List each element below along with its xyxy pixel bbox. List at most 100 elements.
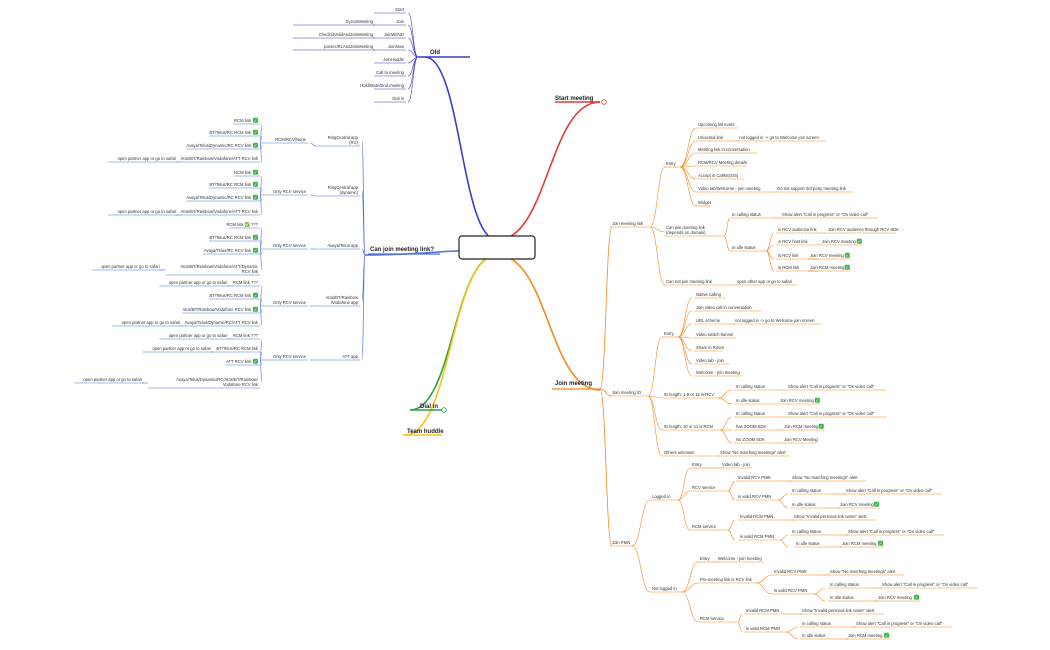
node-att-rcv-link[interactable]: ATT RCV link — [226, 359, 252, 364]
node-rcm-service[interactable]: RCM service — [692, 524, 717, 529]
node-only-rcv-service[interactable]: Only RCV service — [273, 300, 307, 305]
node-in-idle-status[interactable]: In idle status — [796, 541, 820, 546]
node-rcm-rcv-none[interactable]: RCM/RCV/None — [275, 137, 306, 142]
node-is-valid-rcv-pmn[interactable]: is valid RCV PMN — [774, 588, 807, 593]
node-bt-telus-rc-rcm-link[interactable]: BT/Telus/RC RCM link — [209, 182, 252, 187]
node-tryjoinmeeting[interactable]: tryJoinMeeting — [346, 19, 374, 24]
node-avaya-telus-dynamic-rc-rcv-link[interactable]: Avaya/Telus/Dynamic/RC RCV link — [186, 195, 252, 200]
collapse-icon[interactable] — [601, 99, 607, 105]
node-widget[interactable]: Widget — [698, 200, 712, 205]
node-pre-meeting-link-is-rcv-link[interactable]: Pre-meeting link is RCV link — [700, 577, 753, 582]
node-join[interactable]: Join — [396, 19, 404, 24]
branch-team-huddle[interactable]: Team huddle — [407, 429, 444, 435]
node-join-rcv-meeting[interactable]: Join RCV meeting — [810, 253, 844, 258]
node-join-rcv-meeting[interactable]: Join RCV Meeting — [784, 437, 818, 442]
node-join-rcv-meeting[interactable]: Join RCV meeting — [840, 502, 874, 507]
node-avaya-telus-dynamic-rc-rcv-link[interactable]: Avaya/Telus/Dynamic/RC RCV link — [186, 143, 252, 148]
node-join-rcm-meeting[interactable]: Join RCM meeting — [810, 265, 845, 270]
branch-start-meeting[interactable]: Start meeting — [555, 96, 594, 102]
node-show-invalid-personal-link-name-alert[interactable]: Show "Invalid personal link name" alert — [802, 608, 875, 613]
branch-old[interactable]: Old — [430, 50, 440, 56]
node-show-no-matching-meetings-alert[interactable]: Show "No matching meetings" alert — [792, 475, 858, 480]
node-only-rcv-service[interactable]: Only RCV service — [273, 354, 307, 359]
node-open-partner-app-or-go-to-safari[interactable]: open partner app or go to safari — [152, 346, 211, 351]
node-join-rcv-audience-through-rcv-sdk[interactable]: Join RCV audience through RCV SDK — [828, 227, 899, 232]
node-in-idle-status[interactable]: In idle status — [732, 245, 756, 250]
node-url-scheme[interactable]: URL scheme — [696, 318, 721, 323]
node-bt-telus-rc-rcm-link[interactable]: BT/Telus/RC RCM link — [209, 293, 252, 298]
branch-join-meeting[interactable]: Join meeting — [555, 381, 592, 387]
node-bt-telus-rc-rcm-link[interactable]: BT/Telus/RC RCM link — [209, 235, 252, 240]
node-not-logged-in[interactable]: Not logged in — [652, 586, 677, 591]
node-only-rcv-service[interactable]: Only RCV service — [273, 243, 307, 248]
node-rcm-link[interactable]: RCM link ✅ ??? — [226, 222, 258, 227]
node-join-pmn[interactable]: Join PMN — [612, 540, 630, 545]
node-join-rcm-meeting[interactable]: Join RCM meeting — [842, 541, 877, 546]
node-id-length-10-or-11-is-rcm[interactable]: ID length: 10 or 11 is RCM — [664, 424, 714, 429]
node-invalid-rcm-pmn[interactable]: Invalid RCM PMN — [740, 514, 773, 519]
node-show-no-matching-meetings-alert[interactable]: Show "No matching meetings" alert — [720, 450, 786, 455]
node-entry[interactable]: Entry — [666, 161, 677, 166]
node-join-rcm-meeting[interactable]: Join RCM meeting — [848, 633, 883, 638]
root-node[interactable] — [458, 235, 536, 260]
node-is-valid-rcv-pmn[interactable]: is valid RCV PMN — [738, 494, 771, 499]
collapse-icon[interactable] — [441, 407, 447, 413]
node-join-rcm-meeting[interactable]: Join RCM meeting — [784, 424, 819, 429]
node-avaya-telus-rc-rcv-link[interactable]: Avaya/Telus/RC RCV link — [204, 248, 252, 253]
node-open-partner-app-or-go-to-safari[interactable]: open partner app or go to safari — [169, 280, 228, 285]
branch-can-join[interactable]: Can join meeting link? — [370, 247, 434, 253]
node-video-tab-join[interactable]: Video tab - join — [722, 462, 751, 467]
node-in-idle-status[interactable]: In idle status — [792, 502, 816, 507]
node-is-rcv-link[interactable]: is RCV link — [778, 253, 799, 258]
node-show-alert-call-in-progress-or-on-video-[interactable]: Show alert "Call in progress" or "On vid… — [788, 411, 875, 416]
node-joinhuddle[interactable]: JoinHuddle — [383, 57, 405, 62]
node-upcoming-list-event[interactable]: Upcoming list event — [698, 122, 735, 127]
node-is-rcm-link[interactable]: is RCM link — [778, 265, 800, 270]
node-checkidvalidandjoinmeeting[interactable]: CheckIdValidAndJoinMeeting — [319, 32, 374, 37]
node-in-idle-status[interactable]: In idle status — [736, 398, 760, 403]
node-dial-in[interactable]: Dial in — [392, 96, 404, 101]
node-join-rcv-meeting[interactable]: Join RCV meeting — [780, 398, 814, 403]
node-in-calling-status[interactable]: In calling status — [792, 488, 821, 493]
node-parseurlandjoinmeeting[interactable]: parseURLAndJoinMeeting — [324, 44, 374, 49]
node-ringcentral-app-dynamic[interactable]: RingCentral app(dynamic) — [328, 185, 359, 195]
node-rcm-rcv-meeting-details[interactable]: RCM/RCV Meeting details — [698, 160, 747, 165]
node-avaya-telus-app[interactable]: Avaya/Telus app — [327, 243, 358, 248]
node-invalid-rcm-pmn[interactable]: Invalid RCM PMN — [746, 608, 779, 613]
node-not-logged-in-go-to-welcome-join-screen[interactable]: not logged in -> go to Welcome join scre… — [739, 135, 819, 140]
node-show-alert-call-in-progress-or-on-video-[interactable]: Show alert "Call in progress" or "On vid… — [848, 529, 935, 534]
node-entry[interactable]: Entry — [700, 556, 711, 561]
node-join-meeting-link[interactable]: Join meeting link — [612, 221, 644, 226]
node-in-calling-status[interactable]: In calling status — [736, 411, 765, 416]
node-avaya-telus-dynamic-rc-atos-bt-rainbow-v[interactable]: Avaya/Telus/Dynamic/RC/Atos/BT/Rainbow/V… — [176, 377, 259, 387]
node-open-other-app-or-go-to-safari[interactable]: open other app or go to safari — [737, 279, 792, 284]
node-show-alert-call-in-progress-or-on-video-[interactable]: Show alert "Call in progress" or "On vid… — [856, 621, 943, 626]
node-only-rcv-service[interactable]: Only RCV service — [273, 189, 307, 194]
node-id-length-1-9-or-12-is-rcv[interactable]: ID length: 1-9 or 12 is RCV — [664, 392, 714, 397]
node-can-join-meeting-link-depends-on-domain[interactable]: Can join meeting link(depends on domain) — [666, 225, 706, 235]
node-rcm-link[interactable]: RCM link — [234, 118, 252, 123]
node-rcm-link[interactable]: RCM link ??? — [233, 333, 259, 338]
node-show-alert-call-in-progress-or-on-video-[interactable]: Show alert "Call in progress" or "On vid… — [788, 384, 875, 389]
node-show-invalid-personal-link-name-alert[interactable]: Show "Invalid personal link name" alert — [794, 514, 867, 519]
node-invalid-rcv-pmn[interactable]: Invalid RCV PMN — [738, 475, 771, 480]
node-share-in-room[interactable]: Share in Room — [696, 345, 724, 350]
node-open-partner-app-or-go-to-safari[interactable]: open partner app or go to safari — [101, 264, 160, 269]
node-in-calling-status[interactable]: In calling status — [736, 384, 765, 389]
node-entry[interactable]: Entry — [664, 331, 675, 336]
node-start[interactable]: Start — [395, 7, 405, 12]
node-others-unknown[interactable]: Others unknown — [664, 450, 695, 455]
node-join-rcv-meeting[interactable]: Join RCV meeting — [822, 239, 856, 244]
node-bt-telus-rc-rcm-link[interactable]: BT/Telus/RC RCM link — [216, 346, 259, 351]
node-hold-mute-end-meeting[interactable]: Hold/Mute/End meeting — [360, 83, 404, 88]
node-rcm-service[interactable]: RCM service — [700, 616, 725, 621]
node-rcm-link[interactable]: RCM link — [234, 170, 252, 175]
node-open-partner-app-or-go-to-safari[interactable]: open partner app or go to safari — [117, 209, 176, 214]
node-joinnow[interactable]: JoinNow — [388, 44, 405, 49]
node-video-tab-join[interactable]: Video tab - join — [696, 358, 725, 363]
node-join-video-call-in-conversation[interactable]: Join video call in conversation — [696, 305, 752, 310]
node-in-idle-status[interactable]: In idle status — [830, 595, 854, 600]
node-is-rcv-audience-link[interactable]: is RCV audience link — [778, 227, 818, 232]
node-is-valid-rcm-pmn[interactable]: is valid RCM PMN — [740, 534, 774, 539]
node-in-calling-status[interactable]: In calling status — [732, 212, 761, 217]
